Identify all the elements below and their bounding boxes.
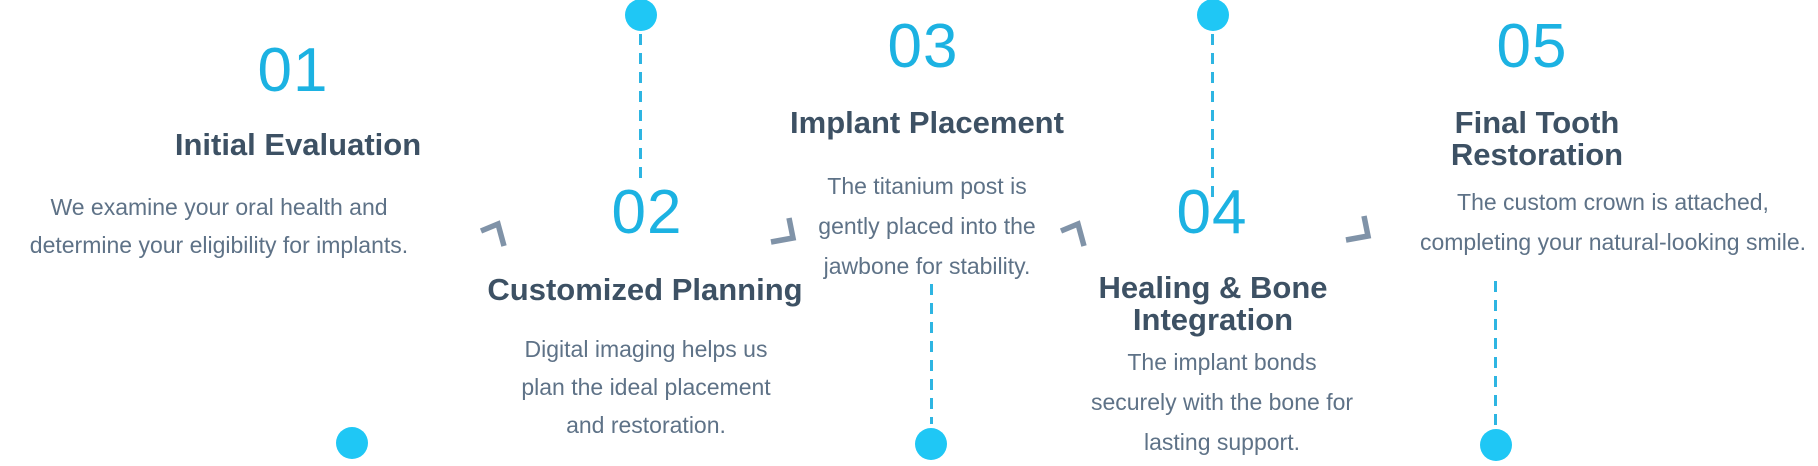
step-2-description: Digital imaging helps us plan the ideal … [521,336,771,438]
step-4-description: The implant bonds securely with the bone… [1090,349,1354,455]
step-3-title: Implant Placement [790,105,1064,140]
dashed-connector-line [1211,34,1214,205]
step-4-title: Healing & Bone Integration [1098,270,1328,337]
dashed-connector-line [1494,281,1497,425]
step-1-title: Initial Evaluation [174,127,422,162]
step-2-number: 02 [611,178,683,247]
timeline-dot-icon [1480,429,1512,461]
elbow-arrow-up-icon [766,214,798,246]
step-4-number: 04 [1176,178,1248,247]
step-3-number: 03 [887,12,959,81]
elbow-arrow-down-icon [1056,218,1088,250]
dashed-connector-line [639,34,642,179]
step-5-description: The custom crown is attached, completing… [1419,189,1807,255]
step-2-title: Customized Planning [487,272,803,307]
step-3-description: The titanium post is gently placed into … [818,173,1036,279]
step-1-description: We examine your oral health and determin… [29,194,409,258]
elbow-arrow-up-icon [1341,212,1373,244]
timeline-dot-icon [336,427,368,459]
elbow-arrow-down-icon [476,218,508,250]
timeline-dot-icon [915,428,947,460]
timeline-dot-icon [625,0,657,31]
step-5-title: Final Tooth Restoration [1450,105,1624,172]
step-5-number: 05 [1496,12,1568,81]
dashed-connector-line [930,284,933,424]
step-1-number: 01 [257,36,329,105]
timeline-dot-icon [1197,0,1229,31]
